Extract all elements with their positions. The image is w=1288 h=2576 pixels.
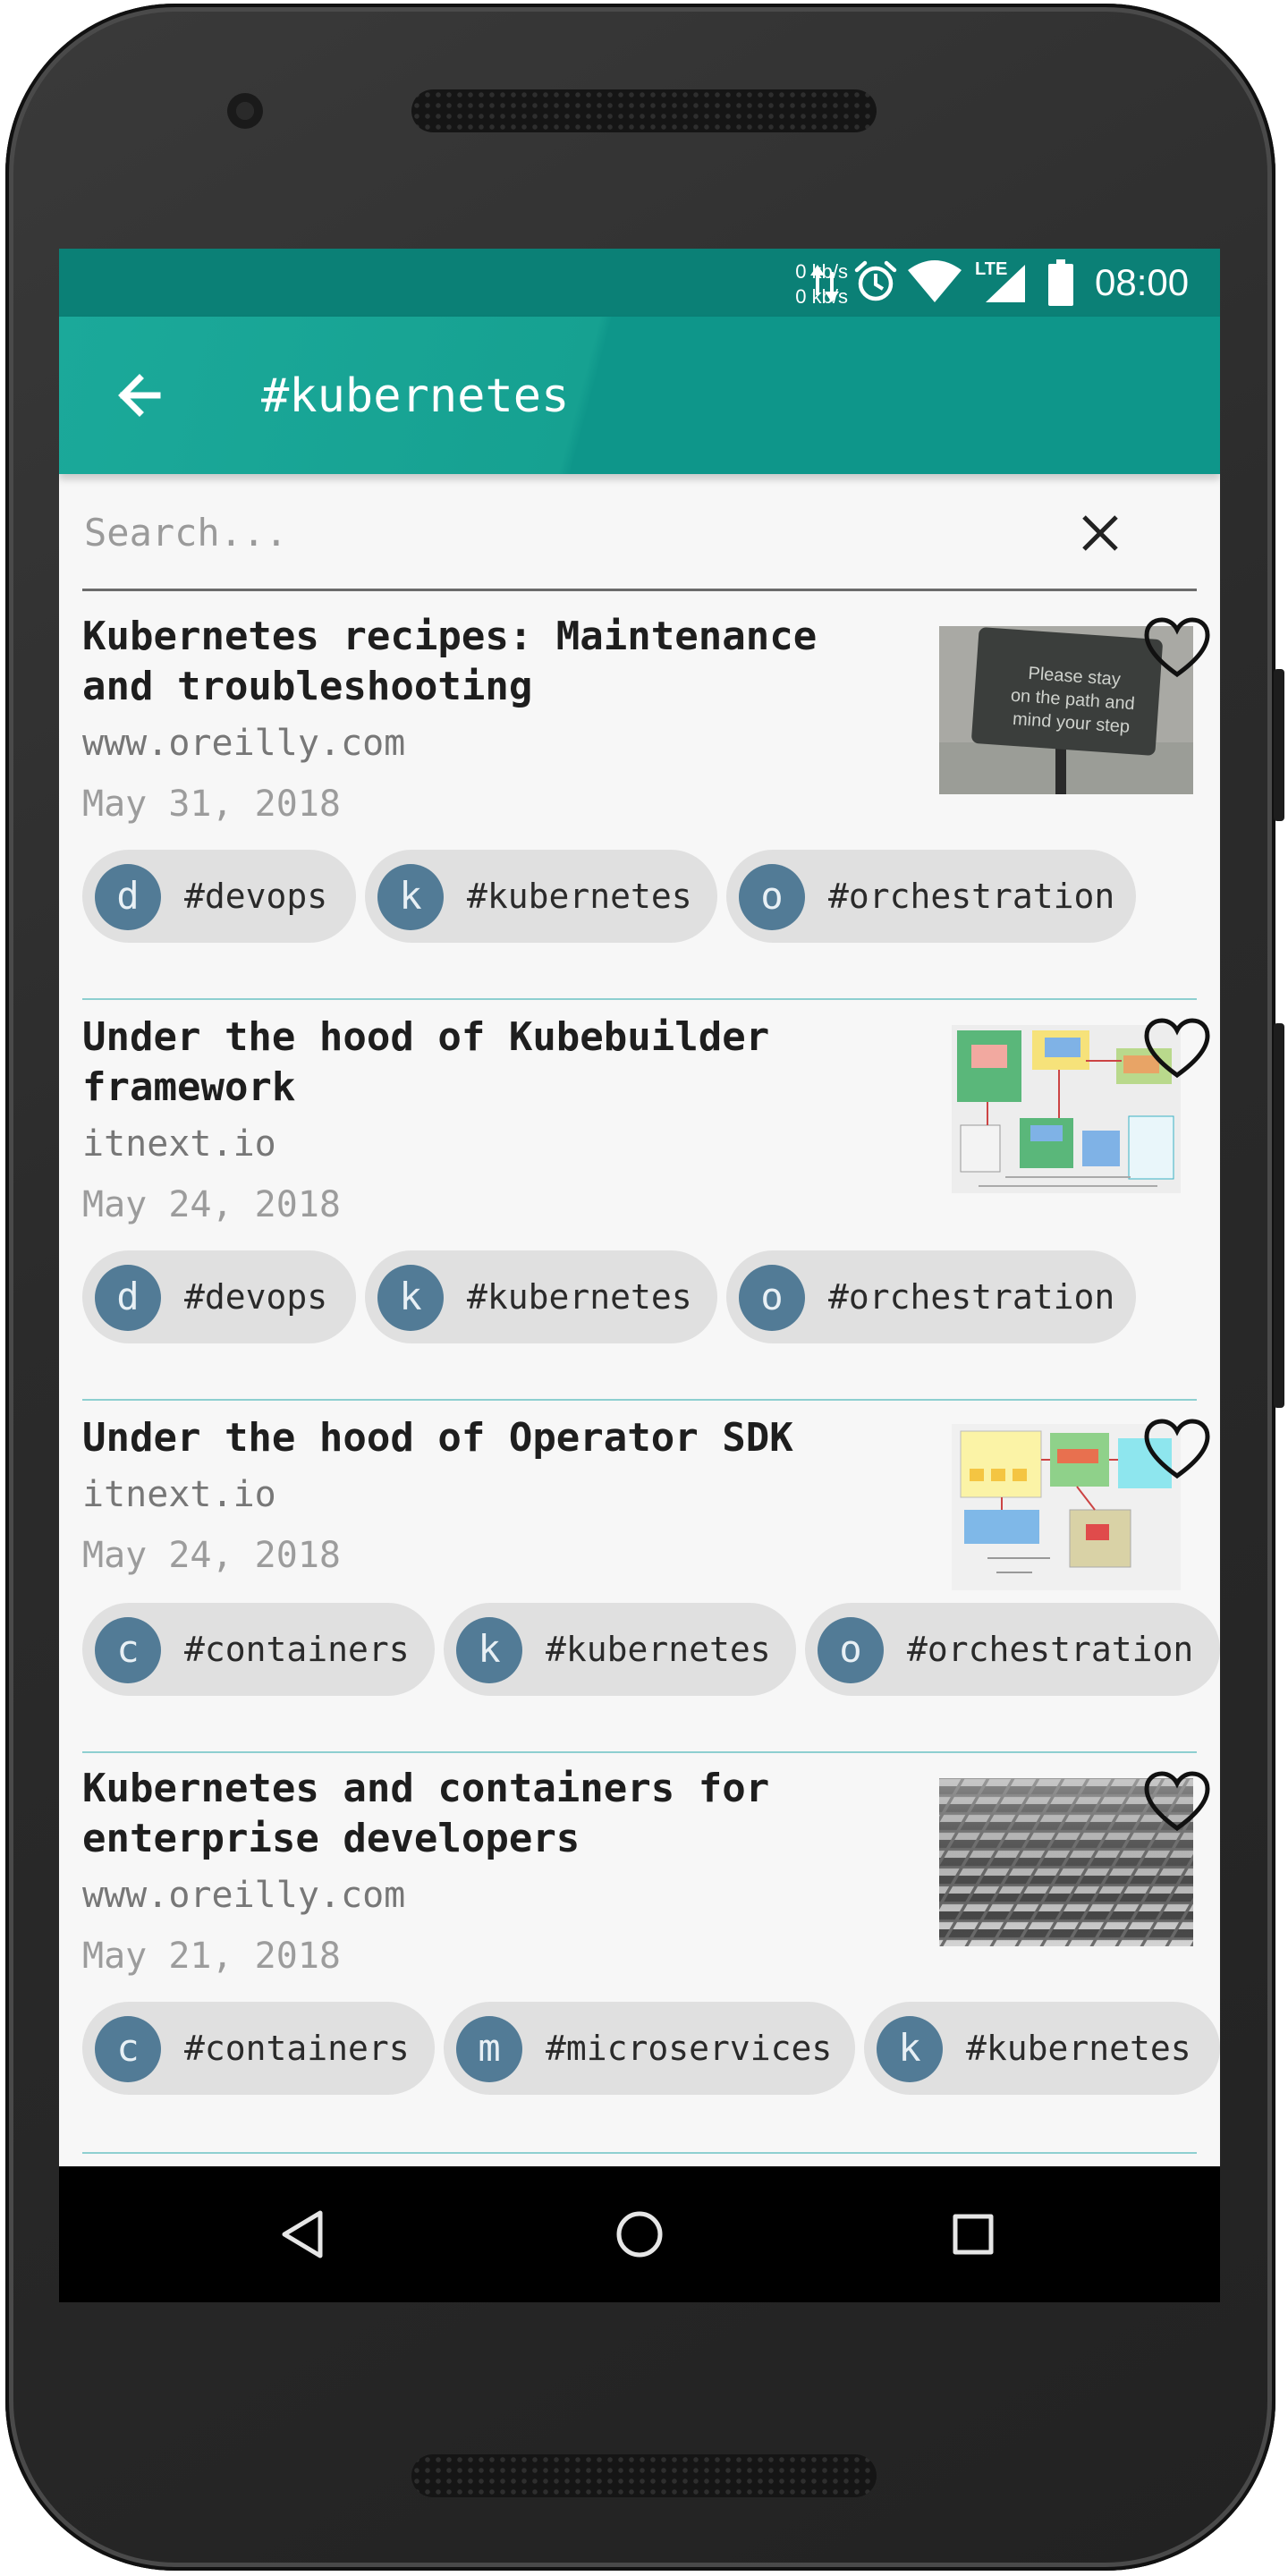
article-date: May 21, 2018 [82, 1936, 341, 1977]
heart-icon[interactable] [1143, 1018, 1211, 1080]
volume-button [1274, 1023, 1284, 1408]
net-down-speed: 0 kb/s [795, 285, 848, 308]
article-card[interactable]: Under the hood of Kubebuilder framework … [82, 1000, 1210, 1401]
app-bar: #kubernetes [59, 317, 1220, 474]
heart-icon[interactable] [1143, 617, 1211, 680]
page-title: #kubernetes [261, 369, 570, 423]
tag-chip[interactable]: k #kubernetes [365, 850, 717, 943]
tag-chip[interactable]: d #devops [82, 1250, 356, 1343]
heart-icon[interactable] [1143, 1771, 1211, 1834]
article-date: May 31, 2018 [82, 784, 341, 825]
system-nav-bar [59, 2166, 1220, 2302]
article-date: May 24, 2018 [82, 1535, 341, 1576]
chip-avatar: k [377, 864, 444, 930]
chip-label: #orchestration [828, 877, 1115, 916]
heart-icon[interactable] [1143, 1419, 1211, 1481]
chip-label: #devops [184, 1277, 328, 1317]
status-bar: 0 kb/s 0 kb/s LTE 08:00 [59, 249, 1220, 317]
article-card[interactable]: Under the hood of Operator SDK itnext.io… [82, 1401, 1220, 1753]
chip-avatar: d [95, 1265, 161, 1331]
chip-label: #kubernetes [546, 1630, 771, 1669]
screen: 0 kb/s 0 kb/s LTE 08:00 #kubernetes [59, 249, 1220, 2302]
search-bar [82, 474, 1197, 591]
article-domain: www.oreilly.com [82, 1875, 406, 1916]
chip-avatar: c [95, 1617, 161, 1683]
tag-chip[interactable]: k #kubernetes [444, 1603, 796, 1696]
arrow-back-icon[interactable] [104, 360, 175, 431]
chip-avatar: o [739, 1265, 805, 1331]
chip-avatar: k [377, 1265, 444, 1331]
chip-avatar: k [456, 1617, 522, 1683]
chip-label: #orchestration [828, 1277, 1115, 1317]
chip-avatar: d [95, 864, 161, 930]
chip-label: #devops [184, 877, 328, 916]
article-title[interactable]: Kubernetes and containers for enterprise… [82, 1766, 770, 1861]
power-button [1274, 669, 1284, 821]
tag-chip[interactable]: k #kubernetes [365, 1250, 717, 1343]
tag-chip[interactable]: o #orchestration [805, 1603, 1220, 1696]
tag-chip[interactable]: k #kubernetes [864, 2002, 1220, 2095]
article-domain: www.oreilly.com [82, 723, 406, 764]
sign-image: Please stay on the path and mind your st… [939, 626, 1193, 794]
article-title[interactable]: Under the hood of Operator SDK [82, 1415, 793, 1461]
article-domain: itnext.io [82, 1474, 276, 1515]
data-arrows-icon [810, 265, 839, 302]
chip-label: #containers [184, 1630, 410, 1669]
chip-avatar: o [818, 1617, 884, 1683]
close-icon[interactable] [1073, 506, 1127, 560]
chip-label: #orchestration [907, 1630, 1194, 1669]
article-thumbnail[interactable]: Please stay on the path and mind your st… [939, 626, 1193, 794]
alarm-icon [854, 260, 897, 301]
tag-chip[interactable]: d #devops [82, 850, 356, 943]
article-title[interactable]: Under the hood of Kubebuilder framework [82, 1014, 770, 1110]
article-title[interactable]: Kubernetes recipes: Maintenance and trou… [82, 614, 818, 709]
battery-icon [1048, 259, 1073, 306]
nav-back-icon[interactable] [268, 2199, 340, 2270]
network-type-label: LTE [975, 259, 1008, 279]
tag-chip[interactable]: o #orchestration [726, 850, 1136, 943]
nav-home-icon[interactable] [604, 2199, 675, 2270]
chip-avatar: o [739, 864, 805, 930]
tag-chip[interactable]: c #containers [82, 1603, 435, 1696]
article-domain: itnext.io [82, 1123, 276, 1165]
chip-label: #microservices [546, 2029, 833, 2068]
article-thumbnail[interactable] [952, 1025, 1181, 1193]
signal-icon [986, 265, 1025, 302]
chip-label: #kubernetes [467, 1277, 692, 1317]
tag-chips: c #containers k #kubernetes o #orchestra… [82, 1603, 1220, 1696]
nav-recents-icon[interactable] [937, 2199, 1009, 2270]
search-input[interactable] [82, 496, 1088, 569]
chip-label: #containers [184, 2029, 410, 2068]
diagram-image [952, 1424, 1181, 1590]
diagram-image [952, 1025, 1181, 1193]
chip-avatar: c [95, 2016, 161, 2082]
top-speaker [411, 89, 877, 132]
tag-chip[interactable]: o #orchestration [726, 1250, 1136, 1343]
tag-chips: d #devops k #kubernetes o #orchestration [82, 1250, 1197, 1343]
chip-label: #kubernetes [966, 2029, 1191, 2068]
tag-chips: d #devops k #kubernetes o #orchestration [82, 850, 1197, 943]
tag-chip[interactable]: c #containers [82, 2002, 435, 2095]
article-date: May 24, 2018 [82, 1184, 341, 1225]
article-card[interactable]: Kubernetes and containers for enterprise… [82, 1753, 1220, 2154]
chip-avatar: k [877, 2016, 943, 2082]
article-card[interactable]: Kubernetes recipes: Maintenance and trou… [82, 599, 1210, 1000]
tag-chips: c #containers m #microservices k #kubern… [82, 2002, 1220, 2095]
chip-avatar: m [456, 2016, 522, 2082]
clock: 08:00 [1095, 261, 1190, 303]
chip-label: #kubernetes [467, 877, 692, 916]
wifi-icon [908, 260, 962, 302]
bottom-speaker [411, 2454, 877, 2497]
tag-chip[interactable]: m #microservices [444, 2002, 855, 2095]
front-camera [227, 93, 263, 129]
article-thumbnail[interactable] [952, 1424, 1181, 1590]
